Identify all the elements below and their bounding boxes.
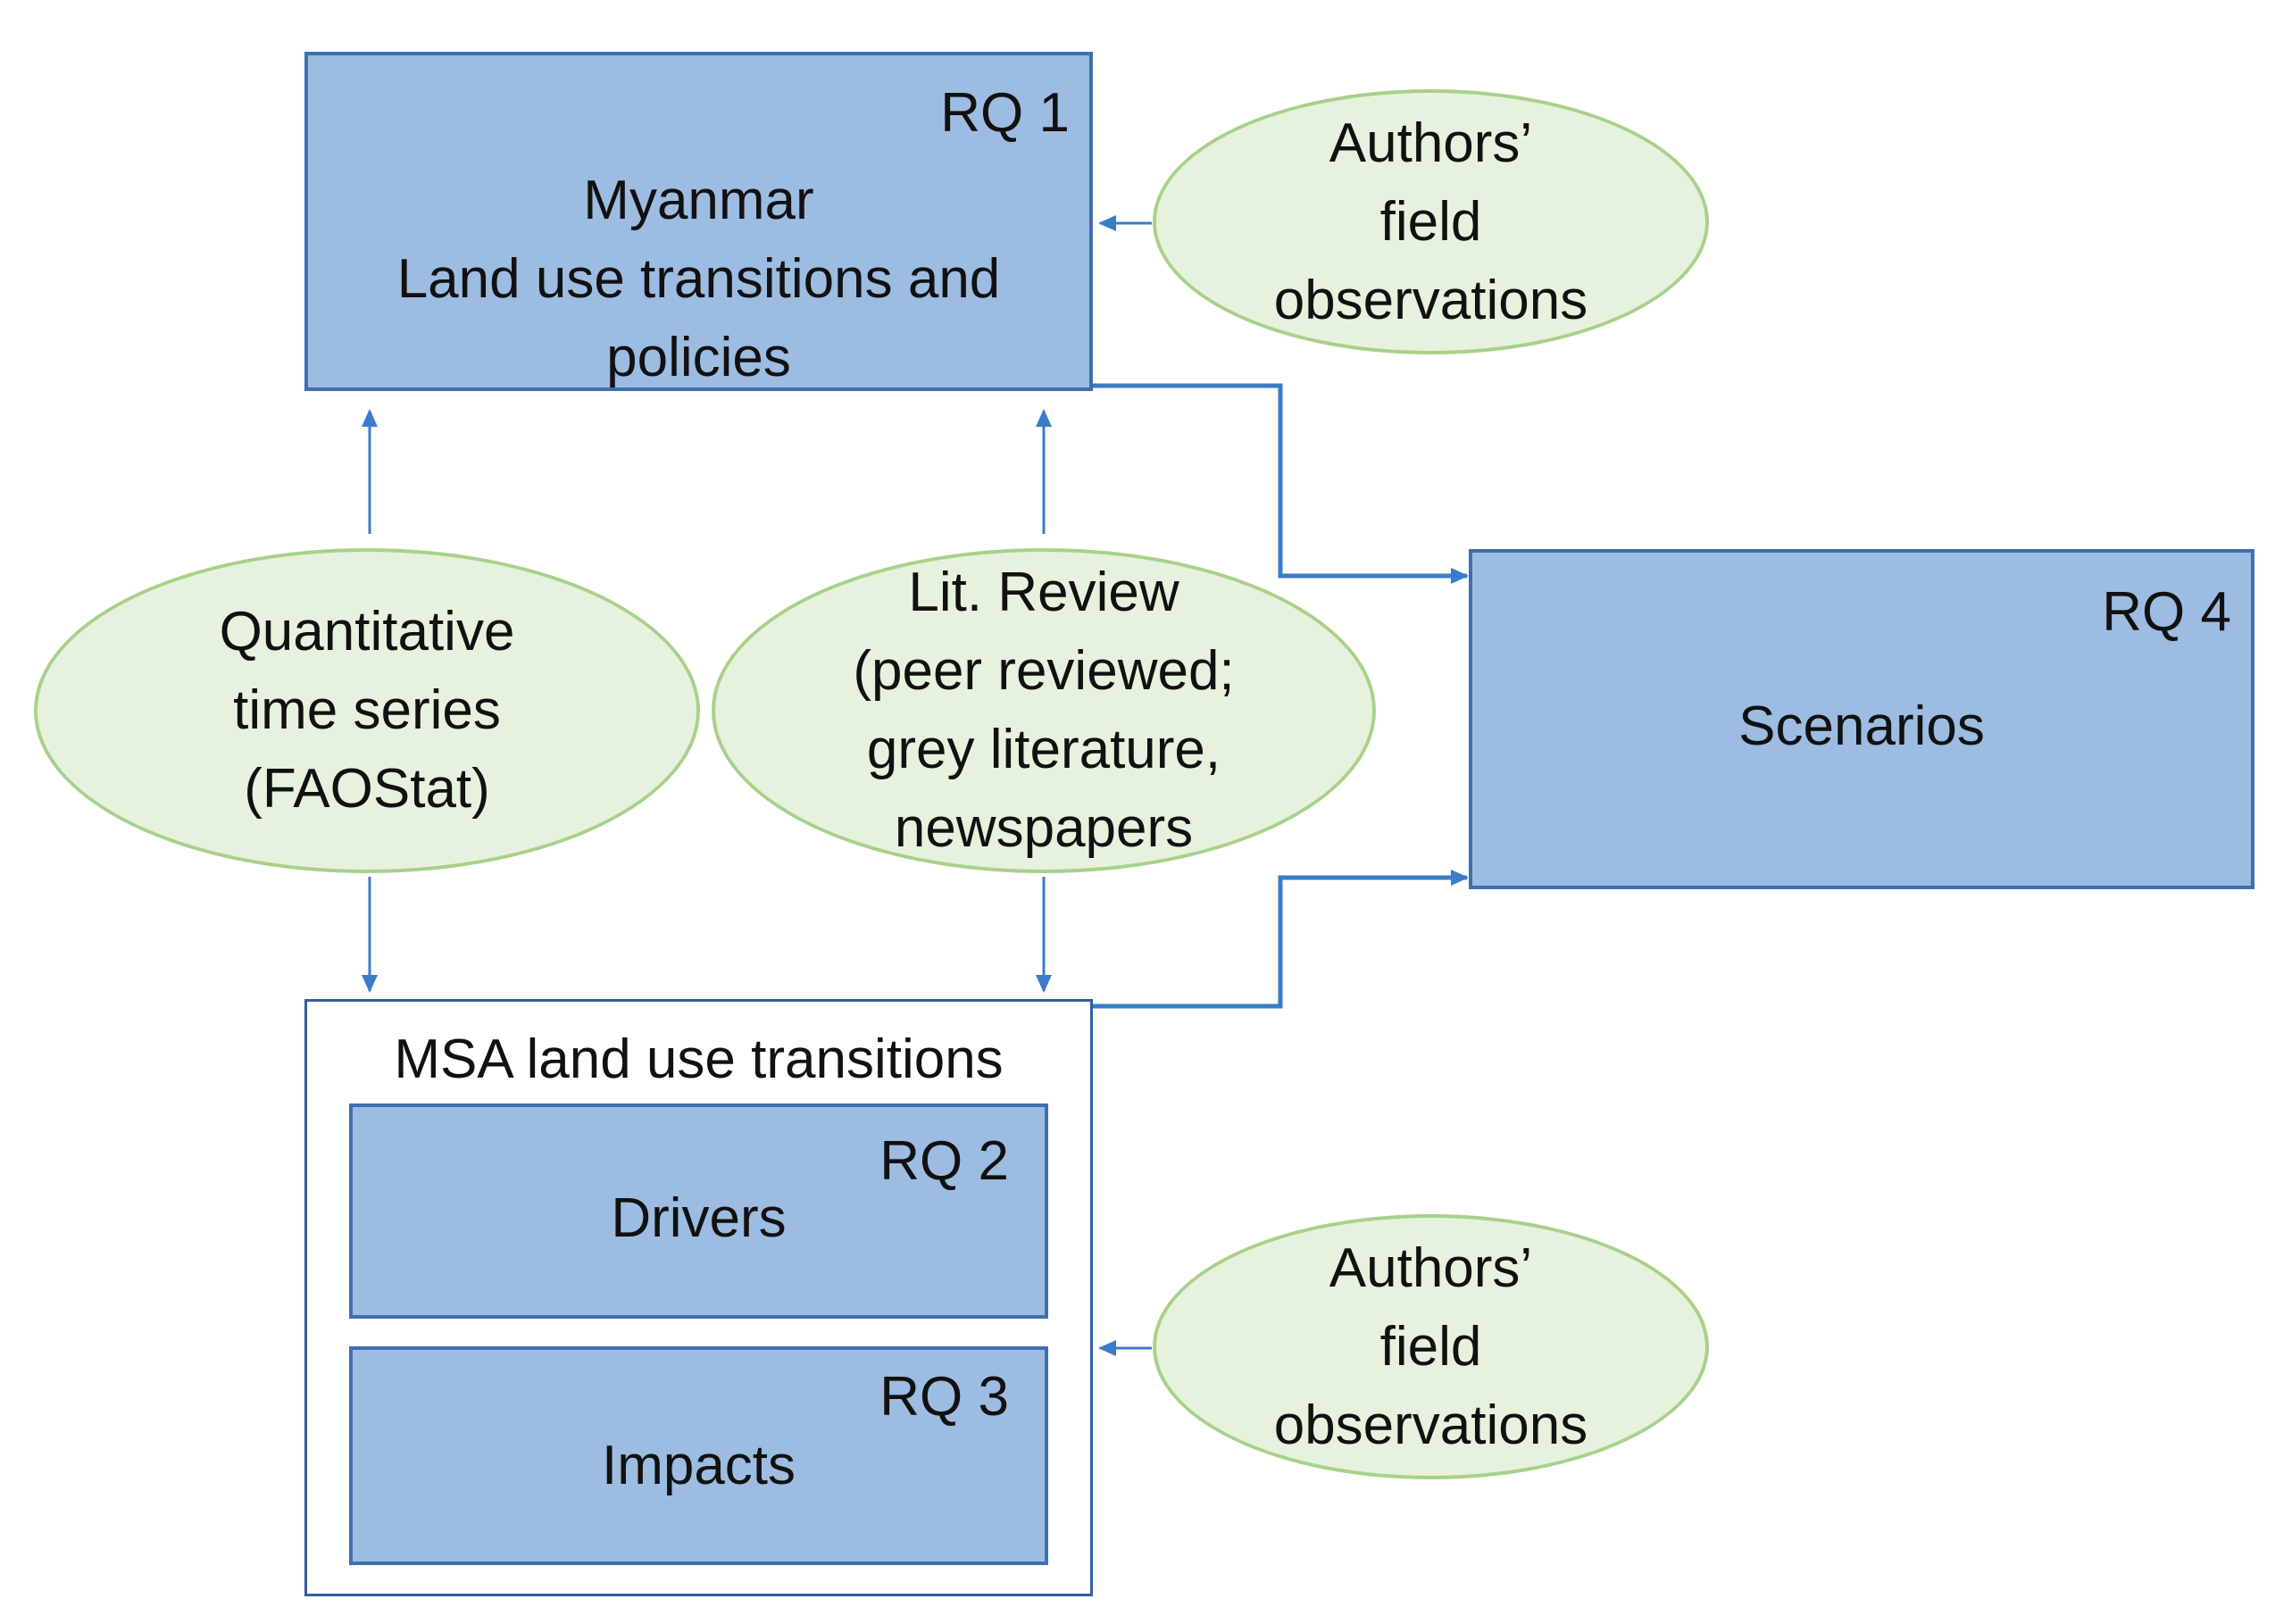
- drivers-label: Drivers: [611, 1187, 787, 1249]
- ellipse-line: time series: [233, 679, 501, 741]
- drivers-box: RQ 2 Drivers: [349, 1103, 1048, 1319]
- ellipse-line: Authors’: [1329, 1237, 1533, 1299]
- arrow-msa-to-scenarios: [1091, 870, 1469, 1009]
- myanmar-box-line: Land use transitions and: [396, 248, 1001, 310]
- ellipse-line: observations: [1273, 1394, 1588, 1456]
- scenarios-label: Scenarios: [1738, 695, 1985, 757]
- literature-review-ellipse: Lit. Review (peer reviewed; grey literat…: [712, 548, 1376, 873]
- quantitative-series-text: Quantitative time series (FAOStat): [220, 593, 515, 829]
- rq-tag: RQ 1: [940, 82, 1070, 144]
- ellipse-line: field: [1379, 190, 1482, 253]
- myanmar-box-line: Myanmar: [583, 170, 814, 231]
- field-observations-top-ellipse: Authors’ field observations: [1153, 89, 1709, 354]
- field-observations-bottom-ellipse: Authors’ field observations: [1153, 1214, 1709, 1479]
- rq-tag: RQ 3: [879, 1366, 1009, 1428]
- arrow-myanmar-to-scenarios: [1091, 383, 1469, 584]
- quantitative-series-ellipse: Quantitative time series (FAOStat): [34, 548, 700, 873]
- rq-tag: RQ 4: [2102, 581, 2231, 643]
- ellipse-line: observations: [1273, 269, 1588, 331]
- ellipse-line: (FAOStat): [244, 758, 490, 820]
- impacts-box: RQ 3 Impacts: [349, 1346, 1048, 1565]
- ellipse-line: Authors’: [1329, 112, 1533, 174]
- msa-group-title: MSA land use transitions: [394, 1029, 1004, 1090]
- field-observations-bottom-text: Authors’ field observations: [1274, 1229, 1588, 1465]
- ellipse-line: field: [1379, 1315, 1482, 1378]
- ellipse-line: Lit. Review: [908, 562, 1179, 623]
- ellipse-line: grey literature,: [866, 719, 1221, 780]
- literature-review-text: Lit. Review (peer reviewed; grey literat…: [853, 554, 1234, 868]
- rq-tag: RQ 2: [879, 1130, 1009, 1192]
- ellipse-line: Quantitative: [219, 601, 515, 662]
- myanmar-box-line: policies: [606, 327, 791, 388]
- myanmar-box-text: Myanmar Land use transitions and policie…: [308, 162, 1089, 397]
- myanmar-box: RQ 1 Myanmar Land use transitions and po…: [304, 52, 1093, 391]
- impacts-label: Impacts: [601, 1435, 796, 1496]
- ellipse-line: newspapers: [894, 797, 1194, 859]
- field-observations-top-text: Authors’ field observations: [1274, 104, 1588, 340]
- ellipse-line: (peer reviewed;: [853, 640, 1235, 702]
- scenarios-box: RQ 4 Scenarios: [1469, 549, 2254, 889]
